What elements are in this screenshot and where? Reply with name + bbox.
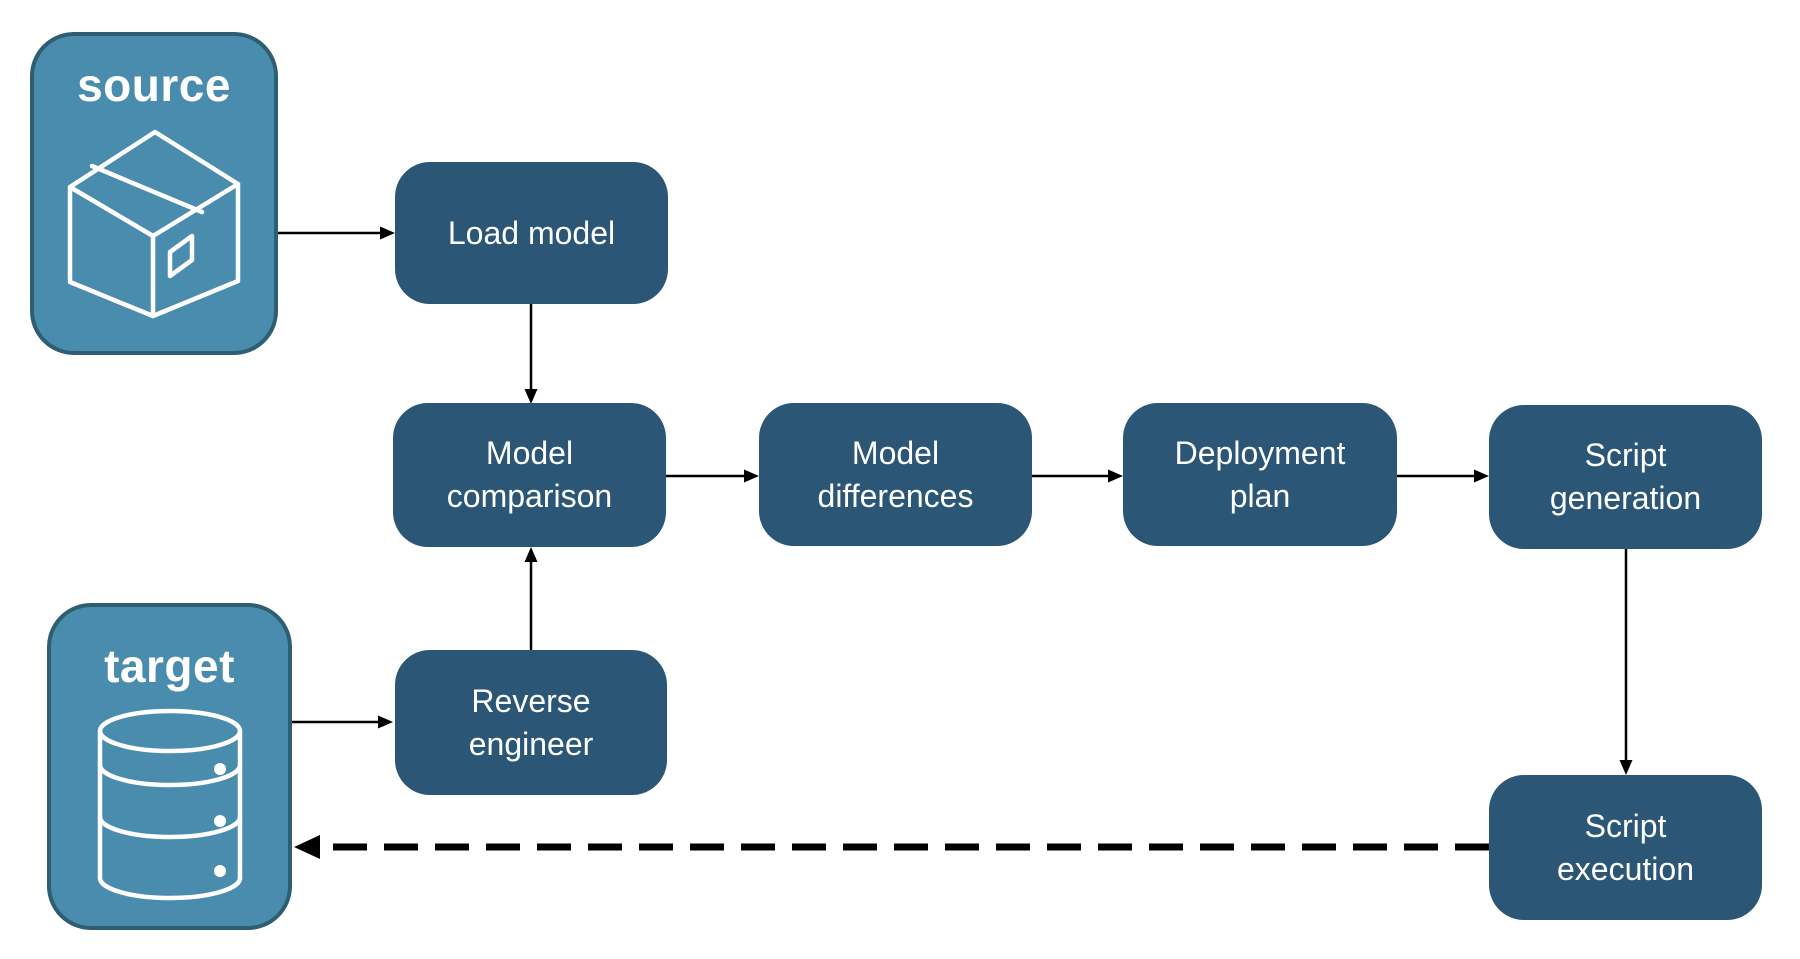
- edge-reverse-engineer-to-model-comparison: [524, 547, 538, 650]
- edge-target-to-reverse-engineer: [292, 715, 393, 729]
- target-node: target: [47, 603, 292, 930]
- source-node: source: [30, 32, 278, 355]
- node-model-comparison: Model comparison: [393, 403, 666, 547]
- edge-deployment-plan-to-script-generation: [1397, 469, 1489, 483]
- edge-model-comparison-to-model-differences: [666, 469, 759, 483]
- node-script-execution: Script execution: [1489, 775, 1762, 920]
- node-deployment-plan: Deployment plan: [1123, 403, 1397, 546]
- edge-script-execution-to-target: [294, 835, 1489, 859]
- node-script-generation: Script generation: [1489, 405, 1762, 549]
- edge-source-to-load-model: [278, 226, 395, 240]
- package-icon: [67, 129, 241, 319]
- edge-script-generation-to-script-execution: [1619, 549, 1633, 775]
- target-label: target: [104, 640, 235, 692]
- source-label: source: [77, 59, 231, 111]
- node-model-differences: Model differences: [759, 403, 1032, 546]
- database-icon: [97, 708, 243, 901]
- edge-load-model-to-model-comparison: [524, 304, 538, 404]
- node-reverse-engineer: Reverse engineer: [395, 650, 667, 795]
- node-load-model: Load model: [395, 162, 668, 304]
- edge-model-differences-to-deployment-plan: [1032, 469, 1123, 483]
